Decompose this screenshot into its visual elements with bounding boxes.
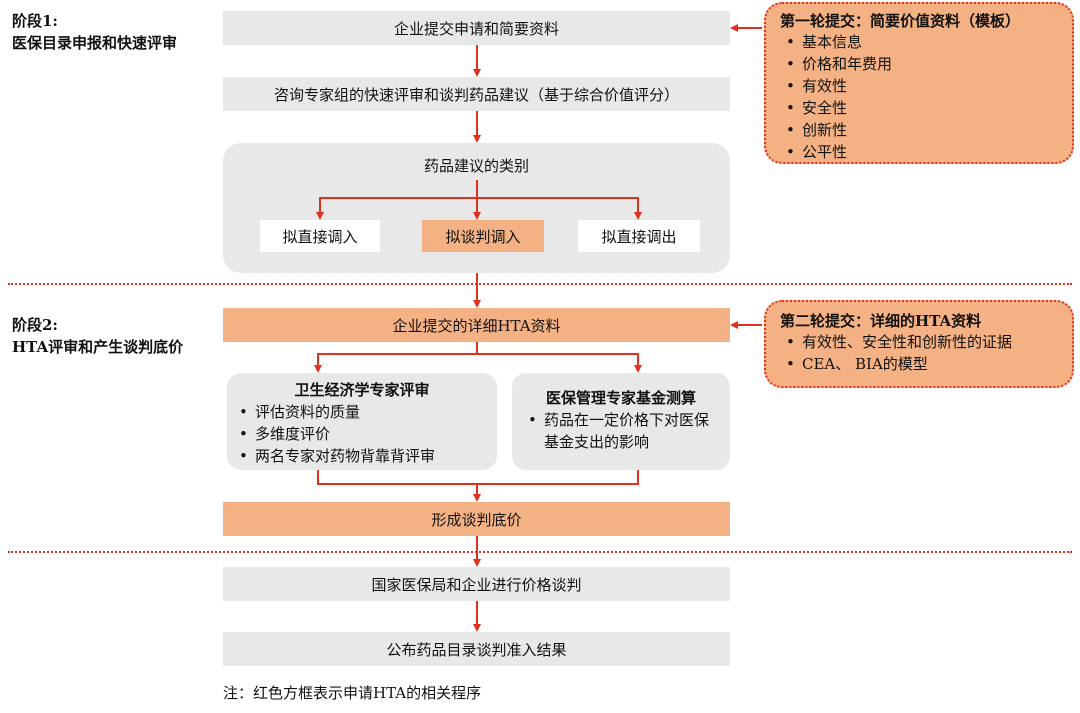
fund-calc-list: 药品在一定价格下对医保基金支出的影响 (524, 409, 718, 453)
submit-brief-text: 企业提交申请和简要资料 (393, 19, 559, 38)
list-item: 创新性 (786, 119, 1058, 141)
submit-hta-box: 企业提交的详细HTA资料 (223, 308, 730, 342)
fund-calc-panel: 医保管理专家基金测算 药品在一定价格下对医保基金支出的影响 (512, 373, 730, 470)
base-price-box: 形成谈判底价 (223, 502, 730, 536)
callout2-title: 第二轮提交：详细的HTA资料 (780, 312, 982, 330)
submit-hta-text: 企业提交的详细HTA资料 (392, 316, 561, 335)
stage1-title: 阶段1: (12, 12, 58, 30)
publish-text: 公布药品目录谈判准入结果 (386, 640, 567, 659)
expert-review-box: 咨询专家组的快速评审和谈判药品建议（基于综合价值评分） (223, 77, 730, 111)
list-item: 基本信息 (786, 31, 1058, 53)
option-negotiate-in: 拟谈判调入 (422, 220, 544, 252)
arrow-merge (317, 470, 639, 485)
stage-separator-2 (8, 551, 1072, 553)
stage1-subtitle: 医保目录申报和快速评审 (12, 34, 178, 52)
list-item: 两名专家对药物背靠背评审 (239, 445, 485, 467)
option-direct-out-text: 拟直接调出 (601, 227, 677, 246)
publish-box: 公布药品目录谈判准入结果 (223, 632, 730, 666)
stage2-subtitle: HTA评审和产生谈判底价 (12, 338, 184, 356)
callout-first-submission: 第一轮提交：简要价值资料（模板） 基本信息 价格和年费用 有效性 安全性 创新性… (764, 2, 1074, 164)
callout1-title: 第一轮提交：简要价值资料（模板） (780, 12, 1021, 30)
list-item: 有效性 (786, 75, 1058, 97)
option-direct-out: 拟直接调出 (578, 220, 700, 252)
econ-review-panel: 卫生经济学专家评审 评估资料的质量 多维度评价 两名专家对药物背靠背评审 (227, 373, 497, 470)
list-item: 公平性 (786, 141, 1058, 163)
econ-review-list: 评估资料的质量 多维度评价 两名专家对药物背靠背评审 (239, 401, 485, 467)
list-item: 评估资料的质量 (239, 401, 485, 423)
list-item: 多维度评价 (239, 423, 485, 445)
callout-second-submission: 第二轮提交：详细的HTA资料 有效性、安全性和创新性的证据 CEA、 BIA的模… (764, 300, 1074, 388)
list-item: 有效性、安全性和创新性的证据 (786, 331, 1058, 353)
stage2-label: 阶段2: HTA评审和产生谈判底价 (12, 314, 183, 358)
option-direct-in-text: 拟直接调入 (282, 227, 358, 246)
arrow-branch-left (316, 197, 477, 220)
category-title: 药品建议的类别 (223, 150, 730, 180)
list-item: 价格和年费用 (786, 53, 1058, 75)
base-price-text: 形成谈判底价 (431, 510, 522, 529)
fund-calc-title: 医保管理专家基金测算 (545, 389, 696, 407)
stage2-title: 阶段2: (12, 316, 58, 334)
list-item: CEA、 BIA的模型 (786, 353, 1058, 375)
econ-review-title: 卫生经济学专家评审 (294, 381, 430, 399)
expert-review-text: 咨询专家组的快速评审和谈判药品建议（基于综合价值评分） (273, 85, 679, 104)
negotiate-box: 国家医保局和企业进行价格谈判 (223, 567, 730, 601)
arrow-split-left (314, 342, 478, 373)
stage-separator-1 (8, 283, 1072, 285)
option-direct-in: 拟直接调入 (260, 220, 380, 252)
callout2-list: 有效性、安全性和创新性的证据 CEA、 BIA的模型 (786, 331, 1058, 375)
list-item: 药品在一定价格下对医保基金支出的影响 (528, 409, 718, 453)
arrow-branch-right (477, 197, 642, 220)
footnote: 注：红色方框表示申请HTA的相关程序 (223, 684, 482, 702)
option-negotiate-in-text: 拟谈判调入 (445, 227, 521, 246)
submit-brief-box: 企业提交申请和简要资料 (223, 11, 730, 45)
category-title-text: 药品建议的类别 (423, 156, 529, 175)
negotiate-text: 国家医保局和企业进行价格谈判 (371, 575, 582, 594)
stage1-label: 阶段1: 医保目录申报和快速评审 (12, 10, 177, 54)
arrow-split-right (477, 353, 642, 373)
list-item: 安全性 (786, 97, 1058, 119)
callout1-list: 基本信息 价格和年费用 有效性 安全性 创新性 公平性 (786, 31, 1058, 163)
